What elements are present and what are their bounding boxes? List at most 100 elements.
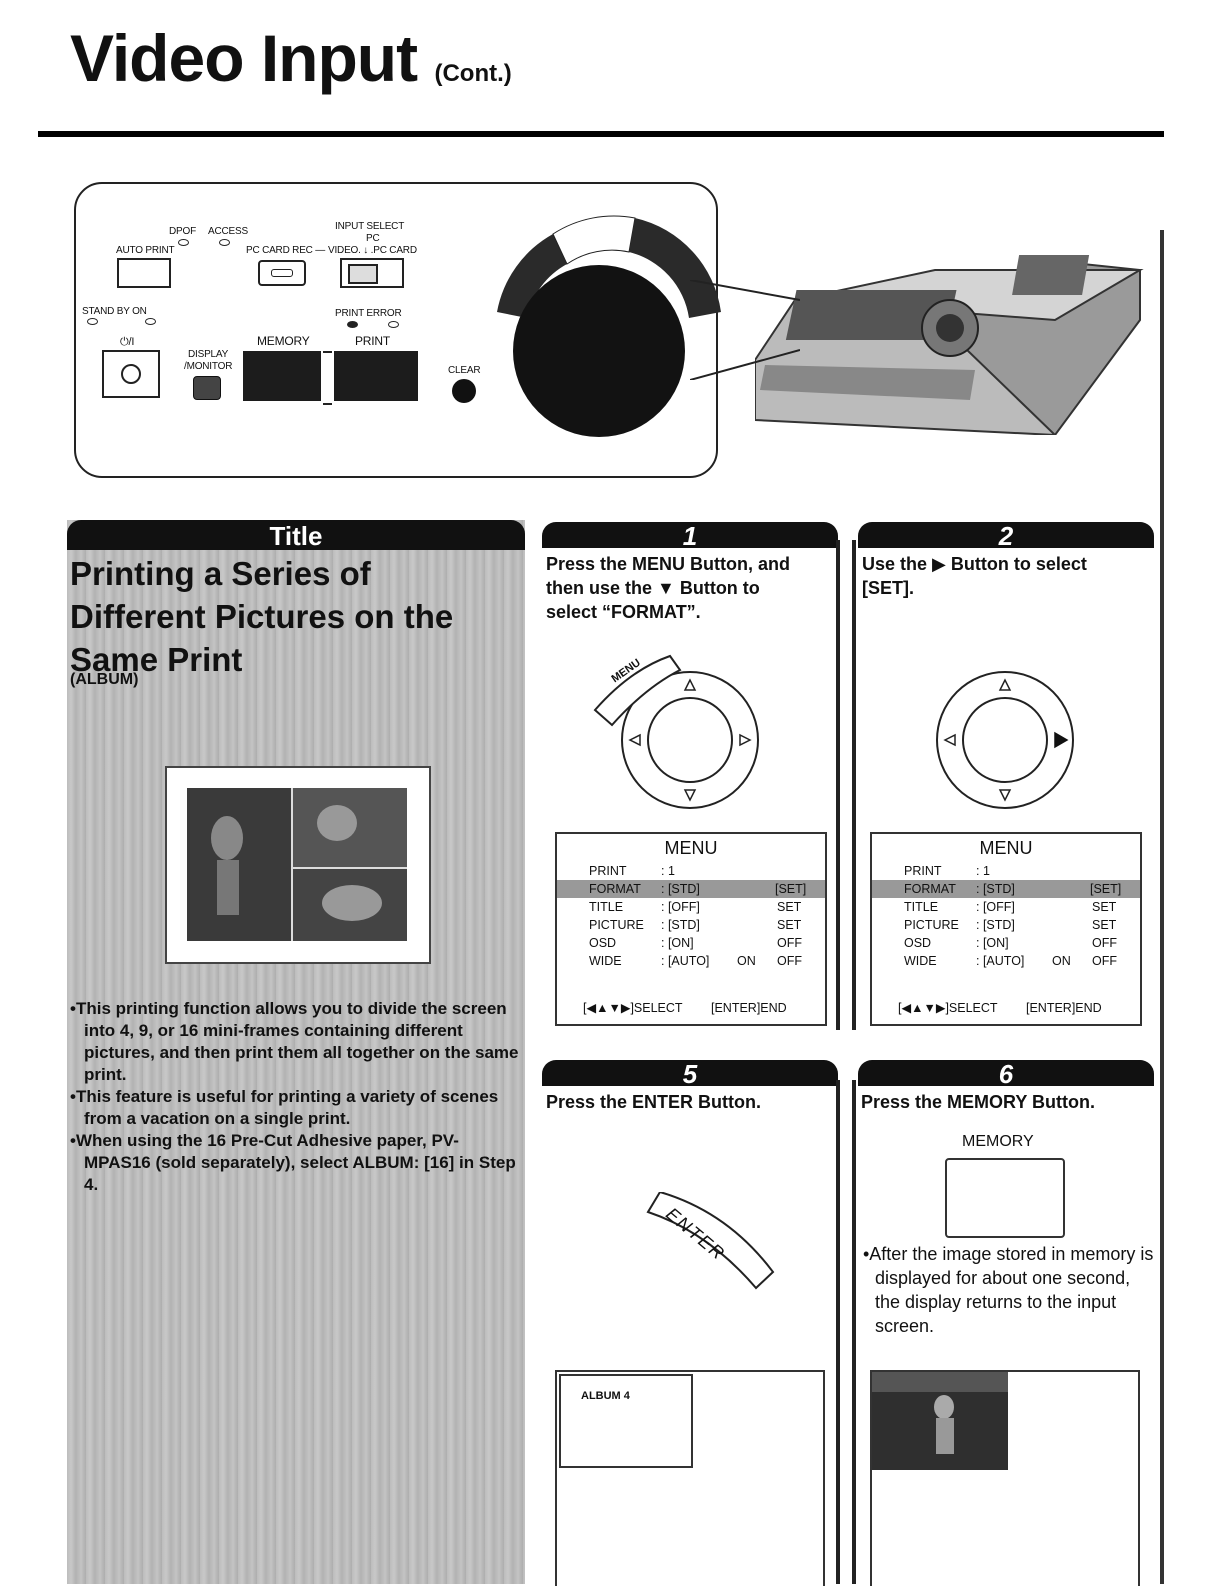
step-1-menu-screen: MENU PRINT : 1 FORMAT : [STD] [SET] TITL… [555,832,827,1026]
menu-row-option: [SET] [775,882,807,896]
input-select-switch[interactable] [340,258,404,288]
step-1-line-1: Press the MENU Button, and [546,554,791,574]
menu-row-name: WIDE [589,954,622,968]
pc-card-rec-button[interactable] [258,260,306,286]
menu-row-value: : 1 [661,864,675,878]
menu-row-name: PRINT [904,864,942,878]
title-section-header: Title [67,520,525,551]
menu-title: MENU [664,838,718,858]
video-pc-card-label: VIDEO. ↓ .PC CARD [328,245,417,256]
menu-row-option: OFF [777,936,802,950]
menu-footer: [◀▲▼▶]SELECT [ENTER]END [872,999,1140,1017]
standby-led [87,318,98,325]
auto-print-button[interactable] [117,258,171,288]
left-arrow-icon [628,733,641,747]
menu-row-value: : [STD] [661,918,700,932]
menu-row-title: TITLE : [OFF] SET [557,898,825,916]
menu-row-option: SET [777,900,802,914]
menu-footer-select: [◀▲▼▶]SELECT [583,1001,683,1015]
menu-row-name: OSD [904,936,932,950]
menu-row-picture: PICTURE : [STD] SET [557,916,825,934]
jog-ring-right-segment [629,218,721,318]
center-button [647,697,733,783]
description-bullet-1: •This printing function allows you to di… [70,999,519,1084]
print-label: PRINT [355,334,391,348]
jog-ring-left-segment [497,234,567,318]
menu-footer: [◀▲▼▶]SELECT [ENTER]END [557,999,825,1017]
menu-row-option: SET [777,918,802,932]
memory-label: MEMORY [257,334,310,348]
power-button[interactable] [102,350,160,398]
memory-button-diagram [945,1158,1065,1238]
menu-footer-select: [◀▲▼▶]SELECT [898,1001,998,1015]
step-1-text: Press the MENU Button, and then use the … [546,552,836,624]
menu-row-name: FORMAT [589,882,641,896]
page-title-sub: (Cont.) [434,60,512,87]
menu-row-option: OFF [777,954,802,968]
display-monitor-button[interactable] [193,376,221,400]
album-description: •This printing function allows you to di… [70,998,520,1196]
step-5-text: Press the ENTER Button. [546,1092,762,1112]
album-4-label: ALBUM 4 [581,1390,630,1402]
menu-row-name: TITLE [904,900,939,914]
jog-ring [497,215,721,318]
menu-button-shape [593,654,682,727]
up-arrow-icon [683,678,697,691]
access-led [219,239,230,246]
down-arrow-icon [998,789,1012,802]
menu-row-value: : [STD] [661,882,700,896]
step-5-divider [836,1080,840,1584]
album-photo-collage [187,788,407,941]
jog-ring-top-segment [552,215,636,265]
menu-footer-end: [ENTER]END [1026,1001,1102,1015]
heading-line-3: Same Print [70,641,243,678]
step-2-divider [852,540,856,1030]
menu-row-option: SET [1092,900,1117,914]
heading-line-1: Printing a Series of [70,555,371,592]
menu-row-title: TITLE : [OFF] SET [872,898,1140,916]
step-6-header: 6 [858,1060,1154,1088]
dpof-led [178,239,189,246]
pc-label: PC [366,233,380,244]
error-led [388,321,399,328]
step-2-line-2: [SET]. [862,578,914,598]
print-led [347,321,358,328]
menu-footer-end: [ENTER]END [711,1001,787,1015]
menu-row-option: OFF [1092,936,1117,950]
memory-button[interactable] [243,351,321,401]
description-bullet-3: •When using the 16 Pre-Cut Adhesive pape… [70,1131,516,1194]
step-6-text: Press the MEMORY Button. [861,1092,1096,1112]
menu-row-option: SET [1092,918,1117,932]
step-1-line-2: then use the ▼ Button to [546,578,760,598]
section-heading: Printing a Series of Different Pictures … [70,552,520,681]
description-bullet-2: •This feature is useful for printing a v… [70,1087,499,1128]
right-arrow-filled-icon [1054,731,1069,749]
display-label-2: /MONITOR [184,361,233,372]
jog-dial[interactable] [513,265,685,437]
step-6-bullet: •After the image stored in memory is dis… [863,1244,1154,1336]
page-title-text: Video Input [70,21,418,95]
clear-label: CLEAR [448,365,481,376]
dpof-label: DPOF [169,226,196,237]
input-select-label: INPUT SELECT [335,221,405,232]
print-error-label: PRINT ERROR [335,308,402,319]
on-led [145,318,156,325]
clear-button[interactable] [452,379,476,403]
menu-row-name: WIDE [904,954,937,968]
step-2-text: Use the ▶ Button to select [SET]. [862,552,1152,600]
album-example-photo [165,766,431,964]
menu-row-option: OFF [1092,954,1117,968]
right-margin-rule [1160,230,1164,1584]
menu-row-format: FORMAT : [STD] [SET] [557,880,825,898]
menu-title: MENU [979,838,1033,858]
menu-row-value: : [AUTO] [661,954,710,968]
step-2-line-1: Use the ▶ Button to select [862,554,1087,574]
step-2-controller-diagram [936,671,1074,809]
menu-row-option-on: ON [1052,954,1071,968]
print-button[interactable] [334,351,418,401]
step-1-controller-diagram [593,654,759,809]
menu-row-value: : [OFF] [976,900,1015,914]
step-5-header: 5 [542,1060,838,1088]
menu-row-picture: PICTURE : [STD] SET [872,916,1140,934]
menu-row-name: OSD [589,936,617,950]
